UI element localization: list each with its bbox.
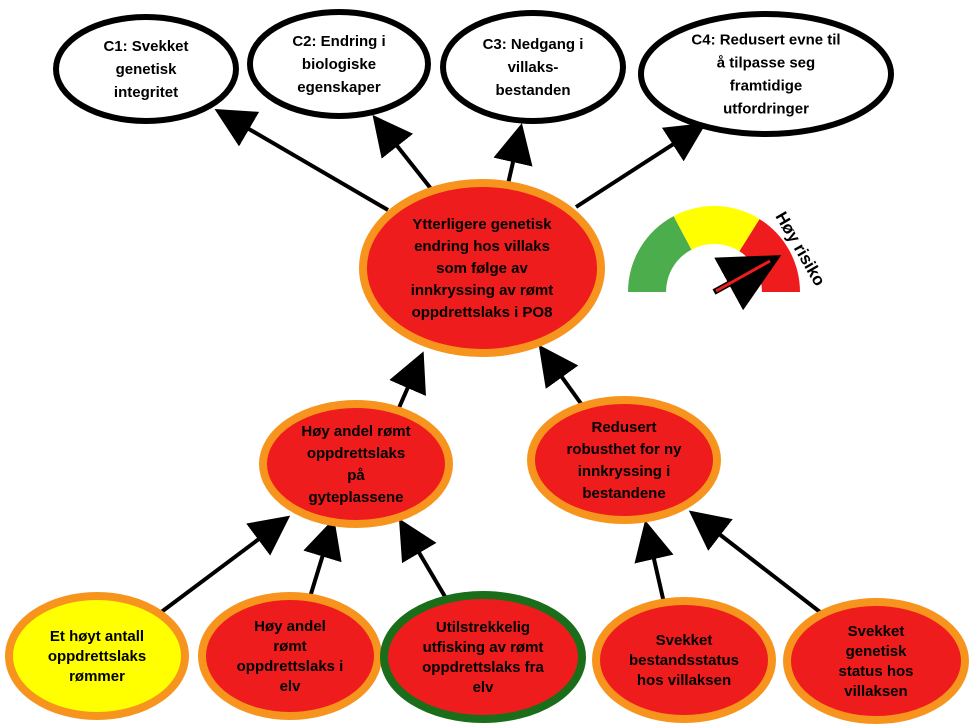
node-c1-line-2: genetisk <box>116 61 178 78</box>
node-f4-line-1: Svekket <box>656 632 713 649</box>
node-c3-shape <box>440 10 626 124</box>
node-c4-shape <box>638 11 894 137</box>
node-mid-right-shape <box>527 396 721 524</box>
arrow-2 <box>372 114 434 192</box>
node-f2: Høy andel rømt oppdrettslaks i elv <box>198 592 382 720</box>
node-c4: C4: Redusert evne til å tilpasse seg framt… <box>638 11 894 137</box>
node-mid-left-shape <box>259 400 453 528</box>
node-f4: Svekket bestandsstatus hos villaksen <box>592 597 776 723</box>
node-central-line-5: oppdrettslaks i PO8 <box>412 304 553 321</box>
node-c2-line-1: C2: Endring i <box>292 33 385 50</box>
node-f3-shape <box>380 591 586 723</box>
node-c3-line-3: bestanden <box>495 82 570 99</box>
node-f4-shape <box>592 597 776 723</box>
gauge-medium-segment <box>673 206 760 252</box>
arrow-1 <box>214 108 390 212</box>
node-mid-right-line-4: bestandene <box>582 485 665 502</box>
node-mid-right-line-3: innkryssing i <box>578 463 671 480</box>
node-f5-shape <box>783 598 969 724</box>
arrow-7 <box>158 515 291 615</box>
arrow-9 <box>398 518 449 602</box>
node-c4-line-1: C4: Redusert evne til <box>691 32 840 49</box>
node-mid-left-line-1: Høy andel rømt <box>301 423 410 440</box>
node-c2-line-3: egenskaper <box>297 79 381 96</box>
node-f5-line-4: villaksen <box>844 683 907 700</box>
node-c3: C3: Nedgang i villaks-bestanden <box>440 10 626 124</box>
node-c4-line-4: utfordringer <box>723 101 809 118</box>
node-f3-line-1: Utilstrekkelig <box>436 619 530 636</box>
node-f1-line-2: oppdrettslaks <box>48 648 146 665</box>
node-mid-right-line-2: robusthet for ny <box>567 441 683 458</box>
node-c4-line-3: framtidige <box>730 78 803 95</box>
node-c1-line-3: integritet <box>114 84 178 101</box>
node-f1-line-3: rømmer <box>69 668 125 685</box>
node-mid-left-line-2: oppdrettslaks <box>307 445 405 462</box>
connector-arrows <box>158 108 822 615</box>
node-f5-line-3: status hos <box>838 663 913 680</box>
node-f3-line-3: oppdrettslaks fra <box>422 659 544 676</box>
node-central-line-4: innkryssing av rømt <box>411 282 554 299</box>
node-central-line-1: Ytterligere genetisk <box>412 216 552 233</box>
node-f1-line-1: Et høyt antall <box>50 628 144 645</box>
node-f2-line-3: oppdrettslaks i <box>237 658 344 675</box>
node-f5: Svekket genetisk status hos villaksen <box>783 598 969 724</box>
gauge-low-segment <box>628 216 692 292</box>
node-c3-line-1: C3: Nedgang i <box>483 36 584 53</box>
node-mid-left-line-3: på <box>347 467 365 484</box>
node-c2: C2: Endring i biologiske egenskaper <box>247 9 431 119</box>
node-c3-line-2: villaks- <box>508 59 559 76</box>
node-f4-line-2: bestandsstatus <box>629 652 739 669</box>
arrow-3 <box>493 123 533 185</box>
node-mid-left-line-4: gyteplassene <box>308 489 403 506</box>
node-central-line-2: endring hos villaks <box>414 238 550 255</box>
node-central-shape <box>359 179 605 357</box>
node-c2-line-2: biologiske <box>302 56 376 73</box>
arrow-10 <box>634 520 674 604</box>
node-f2-line-1: Høy andel <box>254 618 326 635</box>
node-mid-right-line-1: Redusert <box>591 419 656 436</box>
arrow-8 <box>303 518 342 598</box>
node-f3-line-2: utfisking av rømt <box>423 639 544 656</box>
arrow-4 <box>574 122 707 209</box>
node-mid-right: Redusert robusthet for ny innkryssing i bes… <box>527 396 721 524</box>
node-f1-shape <box>5 592 189 720</box>
node-c1-line-1: C1: Svekket <box>103 38 188 55</box>
node-c4-line-2: å tilpasse seg <box>717 55 815 72</box>
node-f5-line-1: Svekket <box>848 623 905 640</box>
arrow-11 <box>688 510 822 614</box>
node-central: Ytterligere genetisk endring hos villaks s… <box>359 179 605 357</box>
node-central-line-3: som følge av <box>436 260 528 277</box>
gauge-needle <box>715 259 771 293</box>
arrow-6 <box>538 344 584 407</box>
node-c1-shape <box>53 14 239 124</box>
node-c1: C1: Svekket genetisk integritet <box>53 14 239 124</box>
node-f3: Utilstrekkelig utfisking av rømt oppdretts… <box>380 591 586 723</box>
node-f5-line-2: genetisk <box>846 643 908 660</box>
node-f1: Et høyt antall oppdrettslaks rømmer <box>5 592 189 720</box>
node-f2-shape <box>198 592 382 720</box>
node-c2-shape <box>247 9 431 119</box>
node-f2-line-2: rømt <box>273 638 306 655</box>
diagram-nodes: C1: Svekket genetisk integritet C2: Endring… <box>5 9 969 724</box>
risk-gauge: Høy risiko <box>628 206 829 311</box>
node-mid-left: Høy andel rømt oppdrettslaks på gyteplassen… <box>259 400 453 528</box>
node-f3-line-4: elv <box>473 679 495 696</box>
node-f2-line-4: elv <box>280 678 302 695</box>
node-f4-line-3: hos villaksen <box>637 672 731 689</box>
